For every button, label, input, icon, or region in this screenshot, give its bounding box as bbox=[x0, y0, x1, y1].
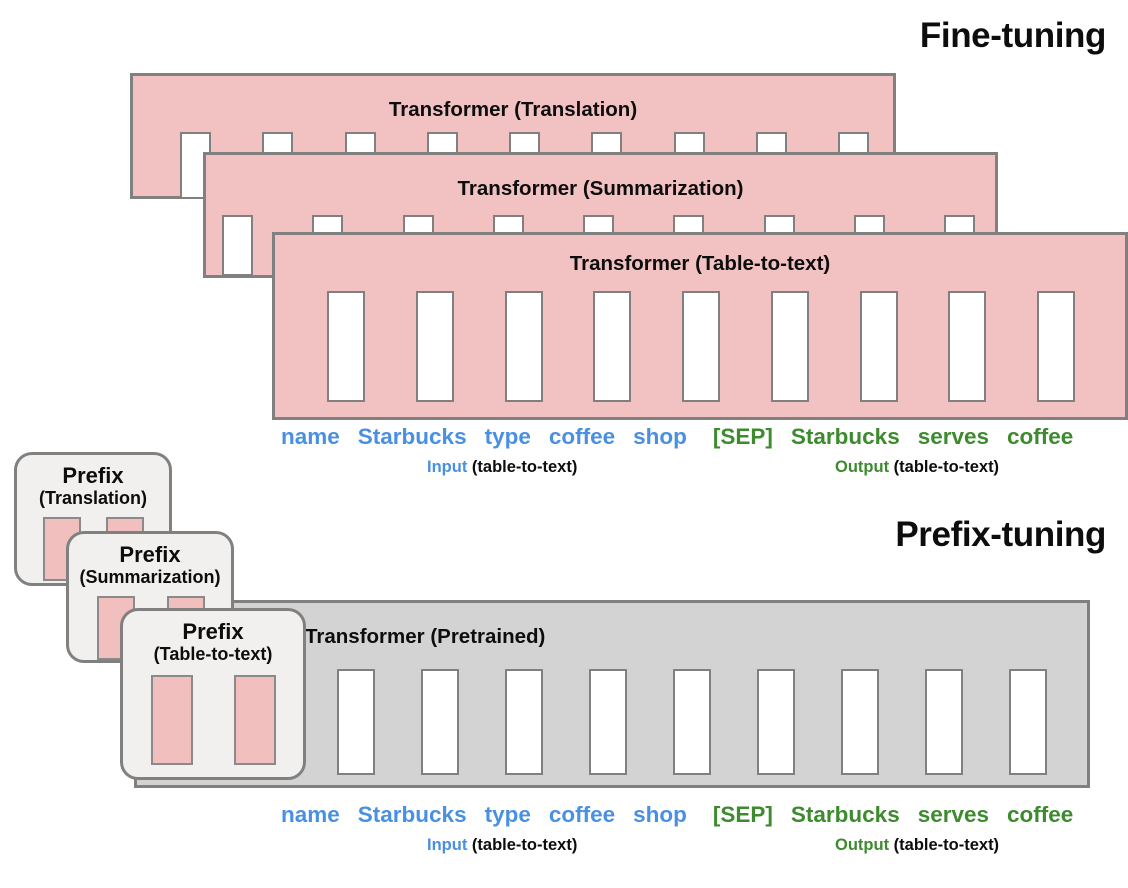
token-caption-block-fine-tuning: name Starbucks type coffee shop [SEP] St… bbox=[272, 424, 1128, 486]
token-slot bbox=[841, 669, 879, 775]
input-caption-lead: Input bbox=[427, 458, 468, 476]
output-caption-lead: Output bbox=[835, 836, 890, 854]
token-slot bbox=[1009, 669, 1047, 775]
output-token: Starbucks bbox=[790, 802, 900, 827]
prefix-card-title: Prefix bbox=[182, 619, 244, 644]
token-caption-block-prefix-tuning: name Starbucks type coffee shop [SEP] St… bbox=[272, 802, 1128, 864]
input-caption: Input (table-to-text) bbox=[427, 458, 577, 477]
prefix-card-title: Prefix bbox=[119, 542, 181, 567]
token-slot bbox=[673, 669, 711, 775]
output-caption: Output (table-to-text) bbox=[835, 836, 999, 855]
input-token: Starbucks bbox=[357, 802, 467, 827]
output-token: serves bbox=[917, 802, 990, 827]
token-slot bbox=[505, 669, 543, 775]
input-token: type bbox=[484, 802, 531, 827]
input-token: name bbox=[281, 802, 340, 827]
transformer-label-translation: Transformer (Translation) bbox=[388, 98, 638, 121]
output-token: serves bbox=[917, 424, 990, 449]
output-caption-task: (table-to-text) bbox=[889, 836, 1000, 854]
prefix-bar bbox=[151, 675, 193, 765]
token-slot bbox=[1037, 291, 1075, 402]
input-token: coffee bbox=[548, 802, 616, 827]
token-slot bbox=[337, 669, 375, 775]
input-token-group: name Starbucks type coffee shop bbox=[272, 802, 696, 828]
transformer-label-table-to-text: Transformer (Table-to-text) bbox=[569, 252, 831, 275]
prefix-tuning-title: Prefix-tuning bbox=[895, 515, 1106, 554]
output-caption: Output (table-to-text) bbox=[835, 458, 999, 477]
token-slot bbox=[757, 669, 795, 775]
token-slot bbox=[948, 291, 987, 402]
token-slot bbox=[682, 291, 720, 402]
separator-token: [SEP] bbox=[712, 802, 773, 827]
token-row-prefix-tuning: name Starbucks type coffee shop [SEP] St… bbox=[272, 802, 1128, 828]
input-caption-lead: Input bbox=[427, 836, 468, 854]
token-slot bbox=[327, 291, 365, 402]
token-slot bbox=[421, 669, 459, 775]
token-slot-row-pretrained bbox=[337, 669, 1047, 775]
input-token-group: name Starbucks type coffee shop bbox=[272, 424, 696, 450]
prefix-card-subtitle: (Table-to-text) bbox=[153, 644, 273, 664]
token-slot bbox=[925, 669, 963, 775]
transformer-label-pretrained: Transformer (Pretrained) bbox=[305, 625, 546, 648]
token-slot bbox=[504, 291, 543, 402]
input-caption: Input (table-to-text) bbox=[427, 836, 577, 855]
output-token-group: [SEP] Starbucks serves coffee bbox=[704, 424, 1082, 450]
token-row-fine-tuning: name Starbucks type coffee shop [SEP] St… bbox=[272, 424, 1128, 450]
output-token: Starbucks bbox=[790, 424, 900, 449]
prefix-bar-row bbox=[151, 675, 276, 765]
input-token: type bbox=[484, 424, 531, 449]
caption-row-prefix-tuning: Input (table-to-text) Output (table-to-t… bbox=[272, 836, 1128, 864]
fine-tuning-title: Fine-tuning bbox=[919, 16, 1107, 55]
output-caption-task: (table-to-text) bbox=[889, 458, 1000, 476]
transformer-block-table-to-text: Transformer (Table-to-text) bbox=[272, 232, 1128, 420]
token-slot bbox=[593, 291, 632, 402]
input-caption-task: (table-to-text) bbox=[467, 458, 578, 476]
transformer-label-summarization: Transformer (Summarization) bbox=[457, 177, 744, 200]
output-token-group: [SEP] Starbucks serves coffee bbox=[704, 802, 1082, 828]
token-slot bbox=[859, 291, 898, 402]
input-token: shop bbox=[633, 802, 687, 827]
prefix-card-subtitle: (Translation) bbox=[38, 488, 147, 508]
prefix-card-subtitle: (Summarization) bbox=[79, 567, 221, 587]
output-token: coffee bbox=[1007, 424, 1074, 449]
input-caption-task: (table-to-text) bbox=[467, 836, 578, 854]
output-caption-lead: Output bbox=[835, 458, 890, 476]
prefix-card-table-to-text: Prefix (Table-to-text) bbox=[120, 608, 306, 780]
prefix-card-title: Prefix bbox=[62, 463, 124, 488]
input-token: coffee bbox=[548, 424, 616, 449]
token-slot bbox=[770, 291, 809, 402]
token-slot bbox=[415, 291, 454, 402]
token-slot bbox=[222, 215, 253, 276]
token-slot-row-table-to-text bbox=[327, 291, 1075, 402]
prefix-bar bbox=[234, 675, 276, 765]
output-token: coffee bbox=[1007, 802, 1074, 827]
token-slot bbox=[589, 669, 627, 775]
input-token: Starbucks bbox=[357, 424, 467, 449]
caption-row-fine-tuning: Input (table-to-text) Output (table-to-t… bbox=[272, 458, 1128, 486]
input-token: name bbox=[281, 424, 340, 449]
separator-token: [SEP] bbox=[712, 424, 773, 449]
input-token: shop bbox=[633, 424, 687, 449]
